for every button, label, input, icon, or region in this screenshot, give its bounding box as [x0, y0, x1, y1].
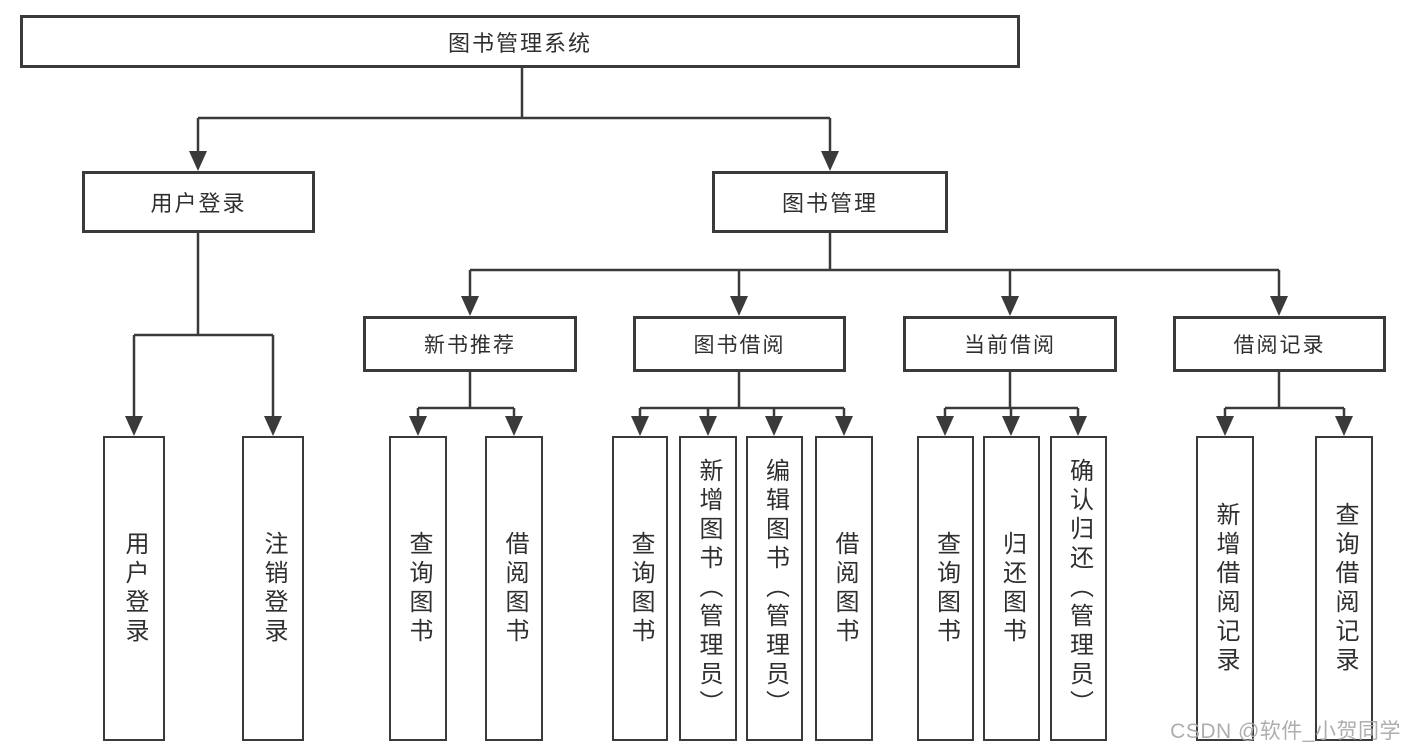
- leaf-borrow-query-book-box: 查询图书: [612, 436, 668, 741]
- node-book-borrow-label: 图书借阅: [693, 334, 786, 357]
- node-borrow-records-box: 借阅记录: [1173, 316, 1386, 372]
- leaf-borrow-borrow-book-box: 借阅图书: [815, 436, 873, 741]
- leaf-newrec-borrow-book-box: 借阅图书: [485, 436, 543, 741]
- leaf-borrow-add-book-box: 新增图书（管理员）: [679, 436, 737, 741]
- leaf-records-add-record-label: 新增借阅记录: [1212, 501, 1239, 676]
- node-borrow-records-label: 借阅记录: [1233, 334, 1326, 357]
- leaf-logout-label: 注销登录: [260, 530, 287, 647]
- node-book-management-box: 图书管理: [712, 171, 948, 233]
- leaf-borrow-query-book-label: 查询图书: [627, 530, 654, 647]
- leaf-records-add-record-box: 新增借阅记录: [1196, 436, 1254, 741]
- leaf-borrow-edit-book-label: 编辑图书（管理员）: [761, 458, 789, 719]
- node-current-borrow-box: 当前借阅: [903, 316, 1117, 372]
- leaf-user-login-label: 用户登录: [121, 530, 148, 647]
- connector-path: [132, 66, 1346, 431]
- leaf-logout-box: 注销登录: [242, 436, 304, 741]
- leaf-current-query-book-box: 查询图书: [917, 436, 974, 741]
- leaf-current-return-book-box: 归还图书: [983, 436, 1040, 741]
- node-user-login-label: 用户登录: [150, 191, 247, 216]
- leaf-newrec-query-book-label: 查询图书: [405, 530, 432, 647]
- leaf-borrow-borrow-book-label: 借阅图书: [831, 530, 858, 647]
- node-user-login-box: 用户登录: [82, 171, 315, 233]
- leaf-records-query-record-label: 查询借阅记录: [1331, 501, 1358, 676]
- node-new-book-recommend-box: 新书推荐: [363, 316, 577, 372]
- leaf-records-query-record-box: 查询借阅记录: [1315, 436, 1373, 741]
- leaf-borrow-add-book-label: 新增图书（管理员）: [695, 458, 722, 719]
- leaf-newrec-query-book-box: 查询图书: [389, 436, 447, 741]
- node-current-borrow-label: 当前借阅: [964, 334, 1056, 357]
- leaf-newrec-borrow-book-label: 借阅图书: [501, 530, 528, 647]
- node-root-box: 图书管理系统: [20, 15, 1020, 68]
- leaf-borrow-edit-book-box: 编辑图书（管理员）: [746, 436, 803, 741]
- arrowheads: [125, 151, 1353, 436]
- leaf-current-confirm-return-label: 确认归还（管理员）: [1065, 458, 1093, 719]
- node-book-management-label: 图书管理: [781, 191, 878, 216]
- leaf-current-confirm-return-box: 确认归还（管理员）: [1050, 436, 1107, 741]
- node-book-borrow-box: 图书借阅: [633, 316, 846, 372]
- node-new-book-recommend-label: 新书推荐: [424, 334, 516, 357]
- node-root-label: 图书管理系统: [447, 30, 592, 56]
- leaf-current-query-book-label: 查询图书: [932, 530, 960, 647]
- leaf-current-return-book-label: 归还图书: [998, 530, 1026, 647]
- csdn-watermark: CSDN @软件_小贺同学: [1170, 720, 1401, 743]
- leaf-user-login-box: 用户登录: [103, 436, 165, 741]
